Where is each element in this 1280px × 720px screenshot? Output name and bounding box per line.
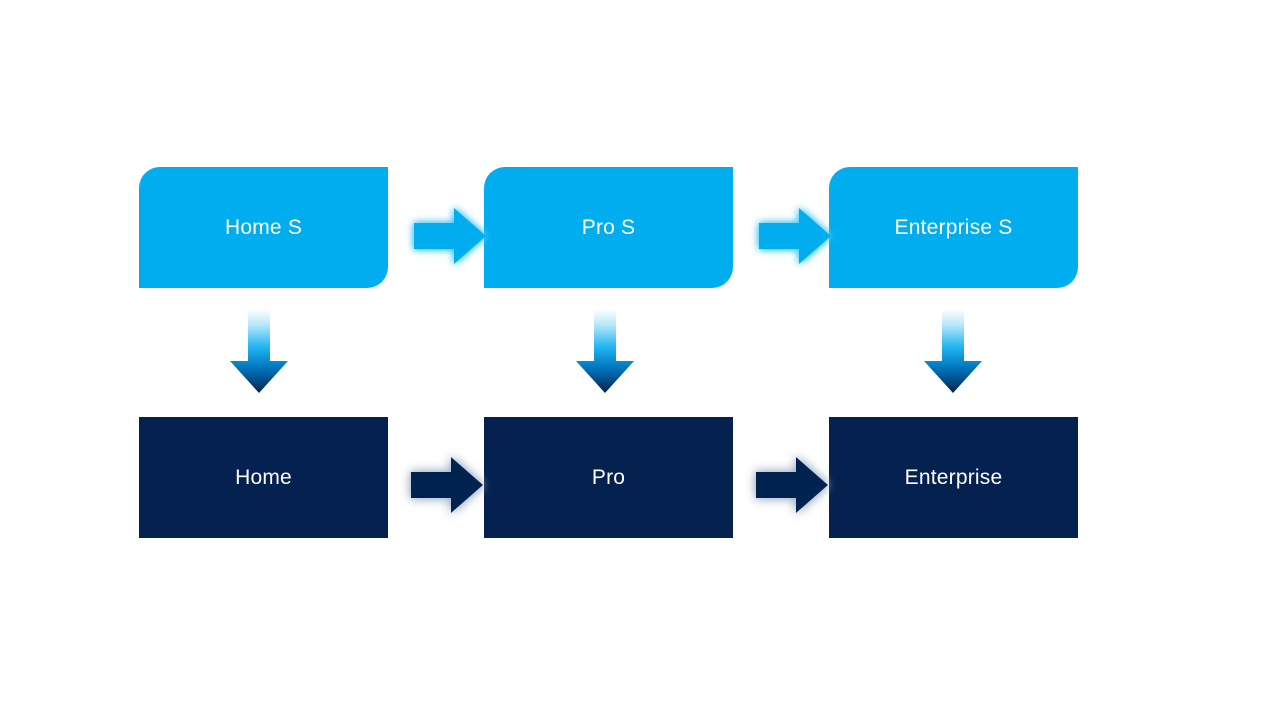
node-label-enterprise: Enterprise (904, 465, 1003, 489)
node-enterprise-s[interactable]: Enterprise S (829, 167, 1078, 288)
node-pro-s[interactable]: Pro S (484, 167, 733, 288)
arrow-right-icon-pro-to-enterprise (750, 450, 842, 520)
arrow-down-icon-home-s-to-home (222, 305, 296, 401)
node-pro[interactable]: Pro (484, 417, 733, 538)
arrow-down-icon-pro-s-to-pro (568, 305, 642, 401)
arrow-right-icon-home-to-pro (405, 450, 497, 520)
node-enterprise[interactable]: Enterprise (829, 417, 1078, 538)
node-home-s[interactable]: Home S (139, 167, 388, 288)
node-label-pro-s: Pro S (581, 215, 636, 239)
arrow-down-icon-enterprise-s-to-enterprise (916, 305, 990, 401)
node-label-pro: Pro (591, 465, 626, 489)
arrow-right-icon-home-s-to-pro-s (410, 203, 502, 269)
node-label-home-s: Home S (224, 215, 303, 239)
arrow-right-icon-pro-s-to-enterprise-s (755, 203, 847, 269)
node-label-home: Home (235, 465, 292, 489)
node-home[interactable]: Home (139, 417, 388, 538)
node-label-enterprise-s: Enterprise S (894, 215, 1013, 239)
